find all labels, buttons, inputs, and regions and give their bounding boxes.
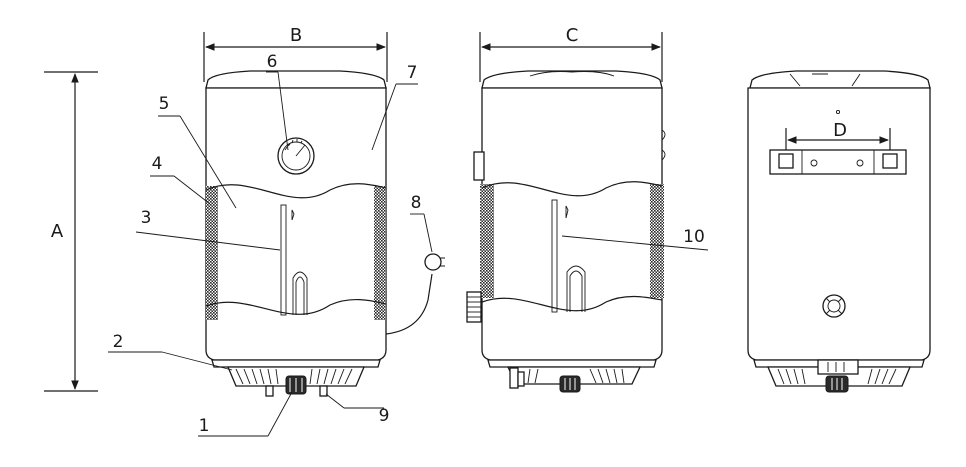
callout-5: 5	[159, 94, 170, 114]
wall-bracket-side	[473, 151, 485, 181]
front-view: B A	[44, 25, 445, 437]
callout-1: 1	[199, 416, 210, 436]
side-window-right	[374, 186, 386, 320]
heating-element-side	[551, 199, 558, 313]
plug	[424, 253, 442, 271]
side-window-left	[206, 186, 218, 320]
callout-9: 9	[379, 406, 390, 426]
callout-2: 2	[113, 332, 124, 352]
dimension-c-label: C	[566, 25, 579, 46]
back-view: D	[747, 70, 931, 393]
callout-10: 10	[683, 227, 705, 247]
callout-8: 8	[411, 193, 422, 213]
power-cord	[385, 273, 433, 335]
side-view: C	[466, 25, 709, 393]
dimension-b-label: B	[290, 25, 302, 46]
tank-body	[205, 87, 387, 361]
tank-body-side	[481, 87, 663, 361]
callout-3: 3	[141, 208, 152, 228]
heating-element	[280, 204, 287, 316]
dimension-a-label: A	[51, 221, 64, 242]
callout-4: 4	[152, 154, 163, 174]
callout-6: 6	[267, 52, 278, 72]
callout-7: 7	[407, 63, 418, 83]
dimension-d-label: D	[833, 120, 847, 141]
